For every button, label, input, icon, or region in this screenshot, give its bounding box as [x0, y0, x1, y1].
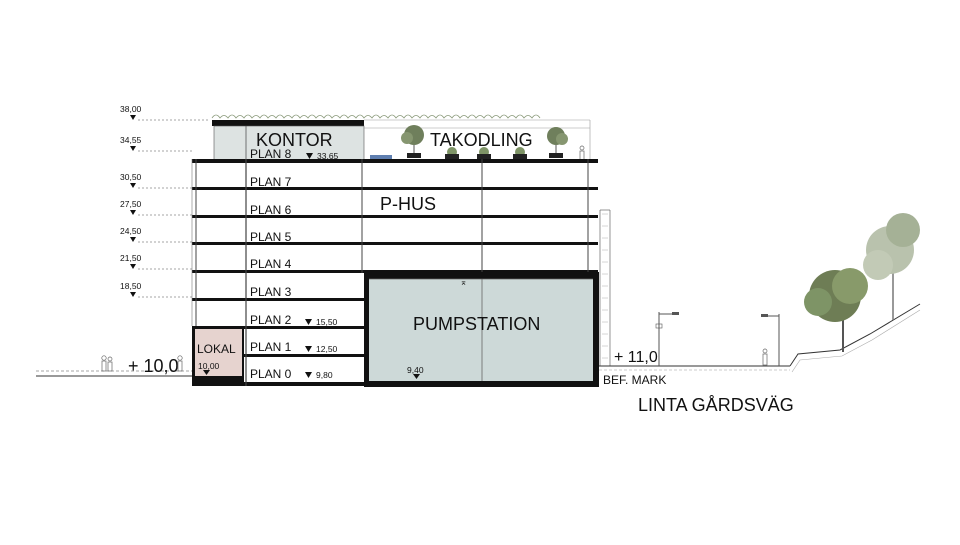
lokal-block: LOKAL 10,00 — [192, 326, 244, 386]
slab-plan2 — [192, 326, 364, 329]
slab-plan0 — [244, 382, 364, 386]
level-triangle-icon — [130, 210, 136, 215]
phus-label: P-HUS — [380, 194, 436, 214]
person-icon — [177, 355, 183, 372]
ground-left: + 10,0 — [36, 355, 192, 377]
level-triangle-icon — [413, 374, 420, 379]
lokal-elevation: 10,00 — [198, 361, 220, 371]
level-label: 24,50 — [120, 226, 142, 236]
floor-label-plan6: PLAN 6 — [250, 203, 292, 217]
planter-icon — [445, 147, 459, 159]
level-triangle-icon — [305, 346, 312, 352]
kontor-room — [213, 125, 365, 161]
level-triangle-icon — [305, 319, 312, 325]
slab-plan8 — [192, 159, 598, 163]
level-label: 21,50 — [120, 253, 142, 263]
person-icon — [762, 348, 768, 366]
planter-icon — [513, 147, 527, 159]
level-triangle-icon — [306, 153, 313, 159]
slab-plan1 — [244, 354, 364, 357]
plan0-elevation: 9,80 — [316, 370, 333, 380]
slab-plan7 — [192, 187, 598, 190]
level-marker-38: 38,00 — [120, 104, 210, 121]
ground-right: + 11,0 BEF. MARK LINTA GÅRDSVÄG — [599, 213, 921, 415]
bef-mark-label: BEF. MARK — [603, 373, 666, 387]
plan1-elevation: 12,50 — [316, 344, 338, 354]
pumpstation-label: PUMPSTATION — [413, 314, 540, 334]
lokal-label: LOKAL — [197, 342, 236, 356]
street-lamp-icon — [655, 312, 679, 366]
ground-level-right: + 11,0 — [614, 349, 658, 366]
level-triangle-icon — [305, 372, 312, 378]
level-markers: 38,00 34,55 30,50 27,50 24,50 21,50 — [120, 104, 210, 298]
level-marker-3455: 34,55 — [120, 135, 192, 152]
plan2-elevation: 15,50 — [316, 317, 338, 327]
level-triangle-icon — [130, 146, 136, 151]
street-label: LINTA GÅRDSVÄG — [638, 395, 794, 415]
slab-plan4 — [192, 270, 598, 273]
level-marker-1850: 18,50 — [120, 281, 192, 298]
floor-label-plan5: PLAN 5 — [250, 230, 292, 244]
crane-hook-icon: ⌅ — [460, 277, 467, 287]
floor-label-plan4: PLAN 4 — [250, 257, 292, 271]
kontor-roof — [212, 120, 364, 126]
ground-level-left: + 10,0 — [128, 356, 179, 376]
level-label: 34,55 — [120, 135, 142, 145]
kontor-block: KONTOR 33,65 — [212, 120, 365, 161]
slab-plan6 — [192, 215, 598, 218]
person-icon — [101, 355, 113, 372]
pumpstation-room — [369, 279, 593, 381]
roof-vegetation — [211, 114, 541, 119]
tree-icon — [804, 268, 868, 352]
level-label: 30,50 — [120, 172, 142, 182]
street-lamp-icon — [761, 314, 780, 366]
rooftop-seating — [370, 155, 392, 159]
level-triangle-icon — [130, 237, 136, 242]
level-triangle-icon — [130, 292, 136, 297]
terrain-slope — [789, 303, 921, 367]
level-label: 18,50 — [120, 281, 142, 291]
floor-label-plan7: PLAN 7 — [250, 175, 292, 189]
level-triangle-icon — [203, 370, 210, 375]
floor-label-plan8: PLAN 8 — [250, 147, 292, 161]
slab-plan5 — [192, 242, 598, 245]
planter-icon — [477, 147, 491, 159]
level-label: 38,00 — [120, 104, 142, 114]
pumpstation-elevation: 9,40 — [407, 365, 424, 375]
takodling-label: TAKODLING — [430, 130, 533, 150]
building-structure: PLAN 8 PLAN 7 PLAN 6 PLAN 5 PLAN 4 PLAN … — [191, 147, 598, 386]
floor-label-plan1: PLAN 1 — [250, 340, 292, 354]
floor-label-plan2: PLAN 2 — [250, 313, 292, 327]
level-marker-2450: 24,50 — [120, 226, 192, 243]
level-marker-2750: 27,50 — [120, 199, 192, 216]
floor-label-plan0: PLAN 0 — [250, 367, 292, 381]
level-label: 27,50 — [120, 199, 142, 209]
level-triangle-icon — [130, 115, 136, 120]
level-triangle-icon — [130, 264, 136, 269]
slab-plan3 — [192, 298, 364, 301]
person-icon — [579, 145, 585, 161]
exterior-stair — [599, 209, 611, 366]
level-marker-3050: 30,50 — [120, 172, 192, 189]
terrain-slope-existing — [791, 309, 921, 373]
pumpstation-block: ⌅ PUMPSTATION 9,40 — [364, 272, 599, 387]
takodling-area: TAKODLING — [364, 119, 591, 161]
tree-icon — [547, 127, 568, 158]
lokal-room — [195, 329, 242, 376]
level-triangle-icon — [130, 183, 136, 188]
kontor-label: KONTOR — [256, 130, 333, 150]
tree-icon — [863, 213, 920, 320]
tree-icon — [401, 125, 424, 158]
level-marker-2150: 21,50 — [120, 253, 192, 270]
plan8-elevation: 33,65 — [317, 151, 339, 161]
floor-label-plan3: PLAN 3 — [250, 285, 292, 299]
